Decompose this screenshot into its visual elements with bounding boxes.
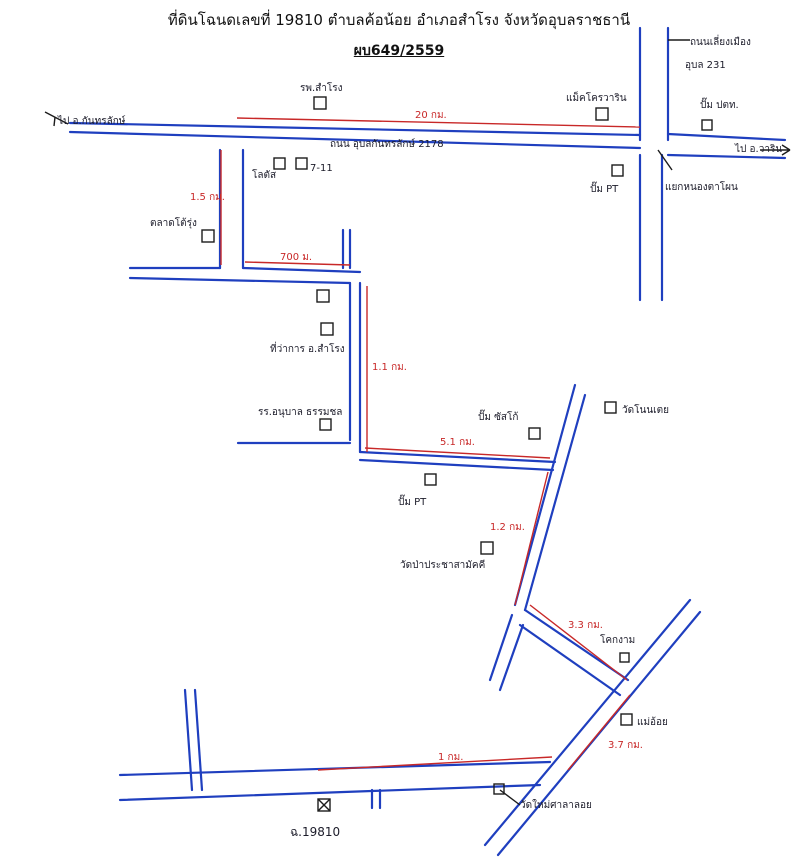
- road-main-bottom: [68, 130, 642, 150]
- label-hospital: รพ.สำโรง: [300, 81, 343, 94]
- gas-top-box: [701, 119, 713, 131]
- label-road-231-no: อุบล 231: [685, 60, 726, 71]
- label-to-kanthararak: ไป อ.กันทรลักษ์: [57, 115, 126, 127]
- intersection-pointer: [657, 149, 673, 171]
- seven-box: [295, 157, 308, 170]
- label-parcel: ฉ.19810: [290, 825, 340, 839]
- label-gas-top: ปั๊ม ปตท.: [700, 97, 739, 111]
- distance-label-37: 3.7 กม.: [608, 740, 643, 751]
- landmarks: [201, 96, 713, 812]
- distance-labels: 20 กม. 1.5 กม. 700 ม. 1.1 กม. 5.1 กม. 1.…: [190, 110, 643, 763]
- distance-label-700: 700 ม.: [280, 252, 312, 263]
- distance-line-1: [317, 756, 553, 771]
- distance-label-51: 5.1 กม.: [440, 437, 475, 448]
- distance-label-33: 3.3 กม.: [568, 620, 603, 631]
- road-h2-bottom: [358, 450, 557, 464]
- distance-line-top: [236, 117, 641, 128]
- roads: [68, 26, 787, 857]
- wat-nongtao-box: [604, 401, 617, 414]
- wat-maiklaw-pointer: [499, 789, 521, 806]
- label-gas-susco: ปั๊ม ซัสโก้: [478, 409, 518, 423]
- mae-oi-box: [620, 713, 633, 726]
- susco-box: [528, 427, 541, 440]
- label-lotus: โลตัส: [252, 168, 276, 181]
- label-mae-oi: แม่อ้อย: [637, 716, 668, 728]
- label-pt-lower: ปั๊ม PT: [398, 494, 427, 508]
- road-right-bottom: [666, 153, 787, 160]
- label-to-warin: ไป อ.วาริน: [734, 143, 782, 155]
- distance-line-37: [567, 694, 631, 771]
- road-branch-bottom: [518, 623, 622, 697]
- amphoe-box: [320, 322, 334, 336]
- label-seven: 7-11: [310, 163, 333, 174]
- label-market: ตลาดโต้รุ่ง: [150, 216, 197, 229]
- road-bottom-stub-left: [183, 688, 194, 792]
- road-right-top: [666, 132, 787, 142]
- parcel-marker: [317, 798, 331, 812]
- hospital-box: [313, 96, 327, 110]
- road-diag-left: [513, 383, 577, 607]
- distance-label-11: 1.1 กม.: [372, 362, 407, 373]
- labels: ถนน อุบลกันทรลักษ์ 2178 ไป อ.กันทรลักษ์ …: [57, 34, 782, 839]
- road-diag-lower-right: [498, 623, 525, 692]
- road-bottom-stub-right: [193, 688, 204, 792]
- distance-label-1: 1 กม.: [438, 752, 463, 763]
- label-intersection: แยกหนองตาโผน: [665, 180, 738, 193]
- shop-box: [316, 289, 330, 303]
- label-wat-pracha: วัดป่าประชาสามัคคี: [400, 559, 485, 571]
- wat-pracha-box: [480, 541, 494, 555]
- distance-line-12: [514, 471, 549, 606]
- distance-line-51: [364, 447, 551, 459]
- road-bottom-bottom: [118, 783, 542, 802]
- distance-label-12: 1.2 กม.: [490, 522, 525, 533]
- label-school: รร.อนุบาล ธรรมชล: [258, 407, 342, 418]
- distance-line-700: [244, 261, 351, 266]
- gas-pt-right-box: [611, 164, 624, 177]
- road-diag-right: [523, 393, 587, 612]
- makro-box: [595, 107, 609, 121]
- distance-line-33: [529, 604, 628, 681]
- label-wat-maiklaw: วัดใหม่ศาลาลอย: [520, 799, 592, 811]
- label-kohngam: โคกงาม: [600, 633, 635, 646]
- label-makro: แม็คโครวาริน: [566, 90, 627, 104]
- arrow-left-icon: [44, 111, 69, 127]
- map-subtitle: ผบ649/2559: [353, 43, 445, 59]
- school-box: [319, 418, 332, 431]
- road-middle-top2: [241, 266, 362, 274]
- direction-arrows: [44, 39, 791, 806]
- label-wat-nongtao: วัดโนนเตย: [622, 403, 669, 416]
- wat-maiklaw-box: [493, 783, 505, 795]
- lotus-box: [273, 157, 286, 170]
- arrow-right-icon: [760, 144, 791, 156]
- label-gas-pt-right: ปั๊ม PT: [590, 181, 619, 195]
- road-diag-lower-left: [488, 613, 514, 682]
- label-amphoe-office: ที่ว่าการ อ.สำโรง: [270, 341, 345, 355]
- distance-label-15: 1.5 กม.: [190, 192, 225, 203]
- kohngam-box: [619, 652, 630, 663]
- road-h2-bottom2: [358, 458, 555, 472]
- road-main-top: [68, 121, 642, 137]
- distance-label-top: 20 กม.: [415, 110, 447, 121]
- market-box: [201, 229, 215, 243]
- label-road-231: ถนนเลี่ยงเมือง: [690, 34, 751, 48]
- map-title: ที่ดินโฉนดเลขที่ 19810 ตำบลค้อน้อย อำเภอ…: [167, 11, 631, 29]
- road-middle-bottom: [128, 276, 352, 285]
- label-road-main: ถนน อุบลกันทรลักษ์ 2178: [330, 138, 444, 150]
- distance-lines: [220, 117, 641, 771]
- pt-lower-box: [424, 473, 437, 486]
